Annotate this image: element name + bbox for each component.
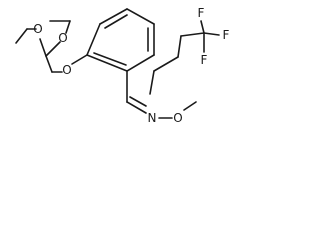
bond-dioxolane-o1-c [39, 38, 47, 57]
atom-o-ring-top-left: O [33, 22, 42, 36]
bond-benzene-1 [86, 23, 101, 56]
bond-cf-right [203, 32, 220, 36]
atom-f-top: F [198, 6, 205, 20]
bond-cf-top [200, 20, 205, 34]
bond-dioxolane-c1-c2 [15, 28, 28, 44]
atom-f-bottom: F [201, 53, 208, 67]
atom-n-oxime: N [148, 111, 157, 125]
bond-o-chain-1 [183, 101, 197, 111]
bond-ring-ch2 [45, 55, 53, 73]
bond-benzene-5 [126, 54, 155, 72]
bond-c-n-double-1 [126, 101, 147, 114]
bond-chain-1 [149, 70, 155, 95]
bond-benzene-2 [99, 8, 128, 25]
molecule-diagram: O O O N O F F F [15, 6, 230, 125]
bond-benzene-inner-a [104, 14, 128, 29]
atom-o-ether: O [62, 63, 71, 77]
atom-o-ring-top-right: O [58, 31, 67, 45]
bond-benzene-6 [86, 54, 128, 72]
bond-benzene-inner-c [93, 52, 127, 66]
bond-c-n-double-2 [129, 96, 147, 107]
bond-chain-2 [153, 56, 179, 72]
bond-chain-3 [177, 35, 182, 58]
bond-dioxolane-c-o2 [45, 41, 61, 57]
atom-o-oxime: O [173, 111, 182, 125]
bond-dioxolane-o2-c [65, 20, 71, 34]
molecule-structure: O O O N O F F F [0, 0, 237, 148]
bond-chain-4 [180, 32, 205, 37]
bond-o-ether-aryl [71, 54, 88, 65]
atom-f-right: F [223, 28, 230, 42]
bond-benzene-3 [126, 8, 155, 25]
